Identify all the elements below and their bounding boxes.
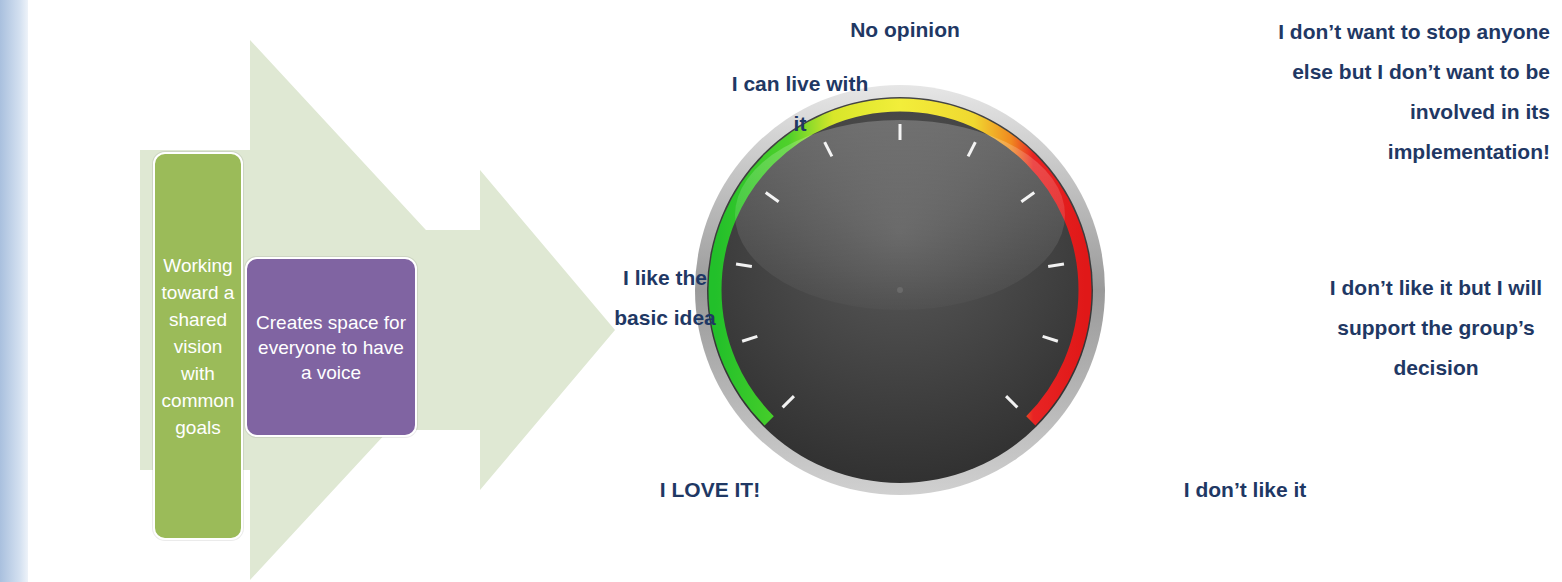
gauge-tick (736, 264, 752, 267)
gauge-tick (1048, 264, 1064, 267)
gauge-tick (783, 396, 794, 407)
gauge-label: I can live with it (725, 64, 875, 144)
box-text: Creates space for everyone to have a voi… (253, 310, 409, 385)
gauge-gloss (735, 120, 1065, 310)
voice-box: Creates space for everyone to have a voi… (245, 257, 417, 437)
gauge-label: I don’t want to stop anyone else but I d… (1250, 12, 1550, 172)
gauge-tick (1006, 396, 1017, 407)
gauge-label: I like the basic idea (595, 258, 735, 338)
box-text: Working toward a shared vision with comm… (161, 252, 235, 441)
gauge-tick (1043, 336, 1058, 341)
gauge-ring (695, 85, 1105, 495)
gauge-scale-arc (715, 105, 1085, 421)
side-bar (0, 0, 28, 582)
background-arrow (400, 170, 615, 490)
gauge-label: I don’t like it but I will support the g… (1316, 268, 1556, 388)
gauge-face (707, 97, 1093, 483)
gauge-label: No opinion (830, 10, 980, 50)
goal-box: Working toward a shared vision with comm… (153, 152, 243, 540)
gauge-label: I LOVE IT! (640, 470, 780, 510)
gauge-label: I don’t like it (1160, 470, 1330, 510)
gauge-tick (742, 336, 757, 341)
gauge-center (897, 287, 903, 293)
